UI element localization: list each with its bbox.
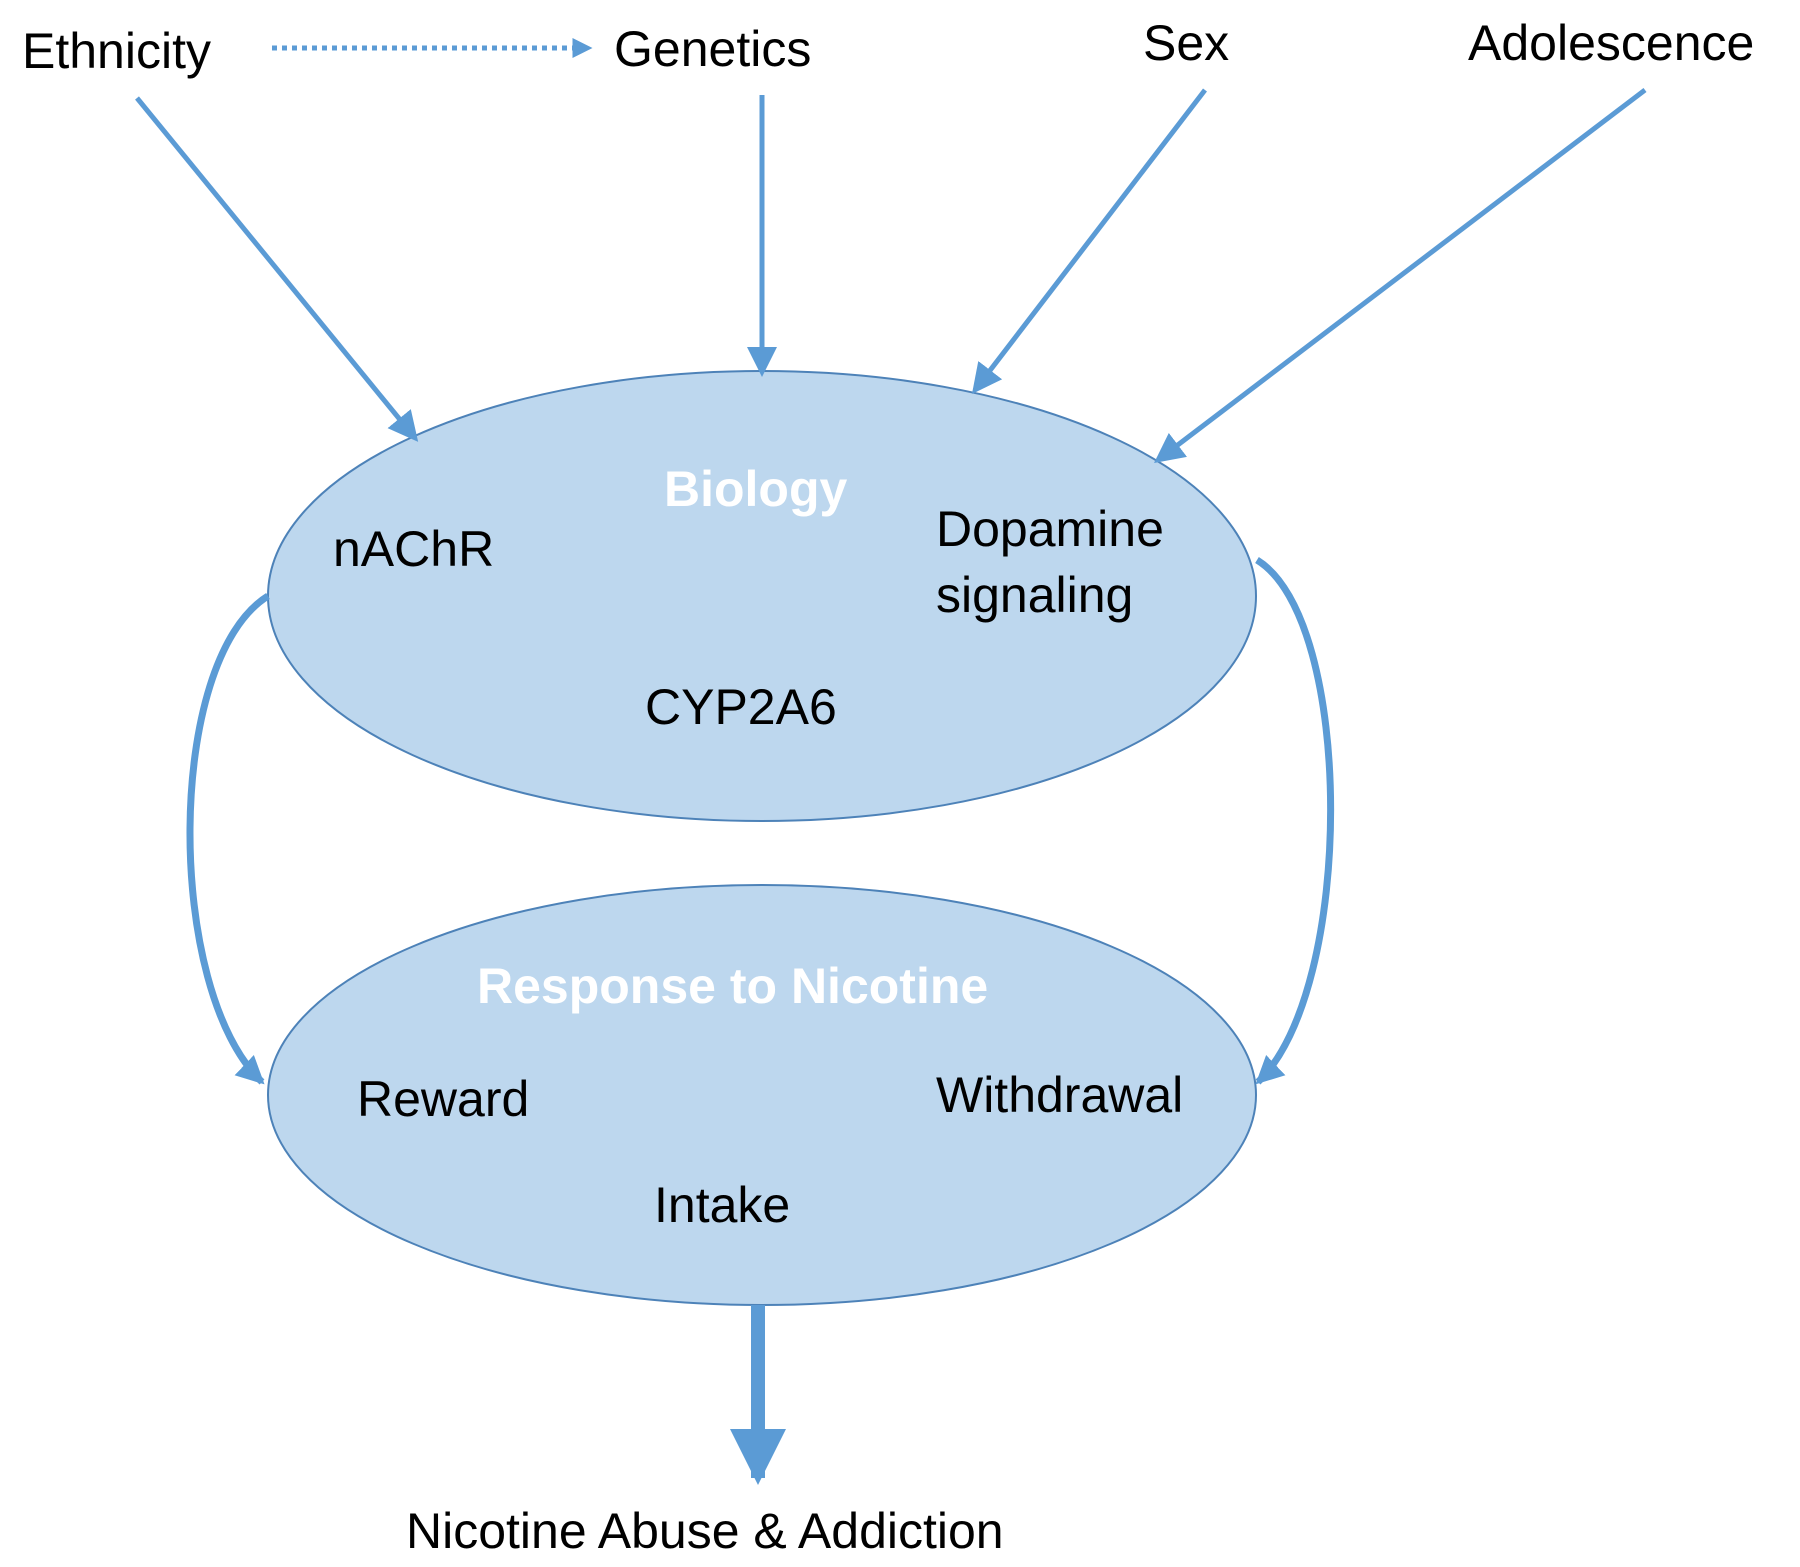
ethnicity-arrow — [135, 96, 419, 442]
nachr-label: nAChR — [333, 521, 494, 577]
reward-label: Reward — [357, 1071, 529, 1127]
dopamine-label-line1: Dopamine — [936, 501, 1164, 557]
response-title: Response to Nicotine — [477, 958, 988, 1014]
biology-title: Biology — [664, 461, 848, 517]
withdrawal-label: Withdrawal — [936, 1067, 1183, 1123]
sex-arrow — [971, 88, 1207, 394]
sex-label: Sex — [1143, 15, 1229, 71]
intake-label: Intake — [654, 1177, 790, 1233]
outcome-label: Nicotine Abuse & Addiction — [406, 1503, 1004, 1559]
ethnicity-label: Ethnicity — [22, 23, 211, 79]
left-curved-arrow — [186, 593, 270, 1085]
cyp2a6-label: CYP2A6 — [645, 679, 837, 735]
genetics-label: Genetics — [614, 21, 811, 77]
adolescence-label: Adolescence — [1468, 15, 1754, 71]
dopamine-label-line2: signaling — [936, 567, 1133, 623]
right-curved-arrow — [1255, 557, 1335, 1085]
adolescence-arrow — [1154, 88, 1647, 464]
